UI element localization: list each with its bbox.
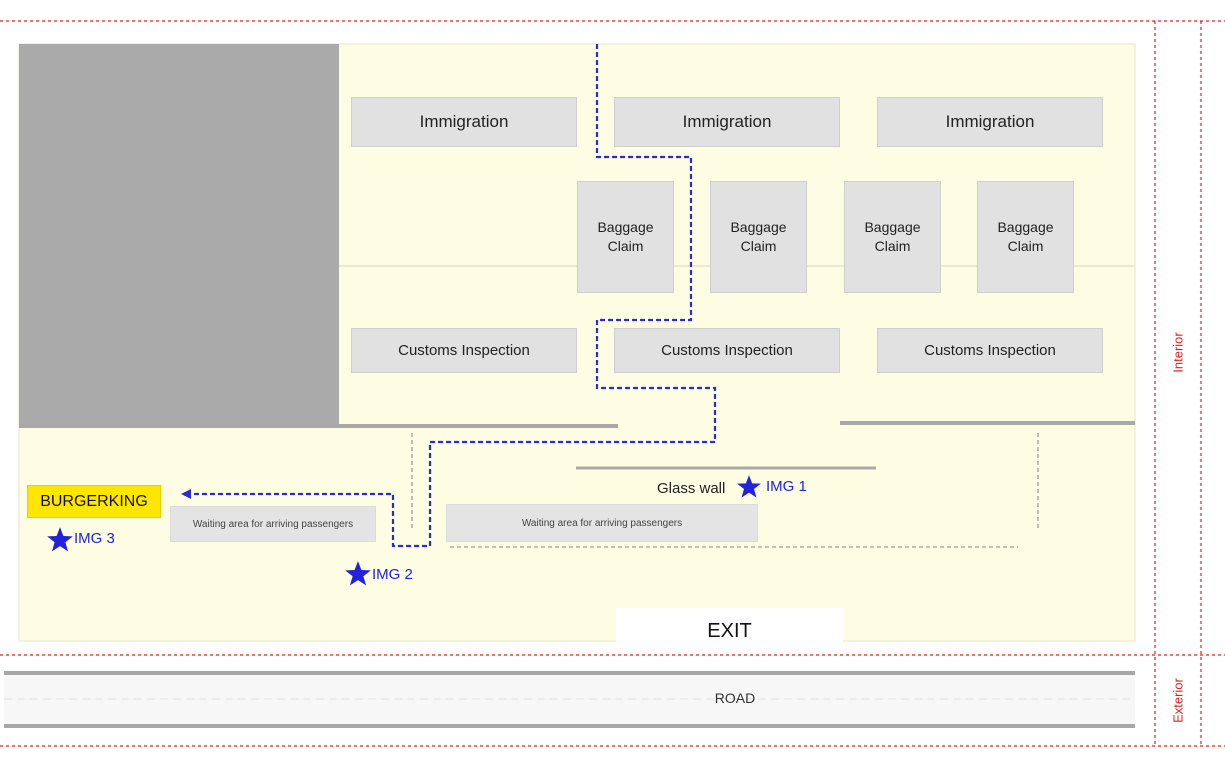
customs-inspection: Customs Inspection <box>614 328 840 373</box>
arrow-left-icon <box>181 489 191 499</box>
star-icon <box>736 474 762 505</box>
road-label: ROAD <box>714 690 756 706</box>
customs-inspection: Customs Inspection <box>351 328 577 373</box>
baggage-claim: Baggage Claim <box>577 181 674 293</box>
baggage-claim-line2: Claim <box>607 238 644 254</box>
glass-wall-label: Glass wall <box>657 480 726 497</box>
immigration-desk: Immigration <box>877 97 1103 147</box>
burgerking-sign: BURGERKING <box>27 485 161 518</box>
waiting-area: Waiting area for arriving passengers <box>170 506 376 542</box>
route-path <box>186 44 717 548</box>
zone-borders <box>0 20 1225 747</box>
immigration-desk: Immigration <box>351 97 577 147</box>
exterior-zone-label: Exterior <box>1170 678 1186 723</box>
baggage-claim-line1: Baggage <box>597 219 654 235</box>
exit-opening <box>616 608 843 644</box>
exit-label: EXIT <box>707 620 752 642</box>
img2-label: IMG 2 <box>372 566 413 583</box>
img1-label: IMG 1 <box>766 478 807 495</box>
star-icon <box>344 560 372 593</box>
waiting-area: Waiting area for arriving passengers <box>446 504 758 542</box>
baggage-claim: Baggage Claim <box>844 181 941 293</box>
baggage-claim-line1: Baggage <box>864 219 921 235</box>
blocked-area <box>19 44 339 428</box>
baggage-claim-line1: Baggage <box>730 219 787 235</box>
baggage-claim-line1: Baggage <box>997 219 1054 235</box>
baggage-claim: Baggage Claim <box>977 181 1074 293</box>
img3-label: IMG 3 <box>74 530 115 547</box>
star-icon <box>46 526 74 559</box>
baggage-claim: Baggage Claim <box>710 181 807 293</box>
road-surface <box>4 675 1135 724</box>
baggage-claim-line2: Claim <box>874 238 911 254</box>
baggage-claim-line2: Claim <box>1007 238 1044 254</box>
baggage-claim-line2: Claim <box>740 238 777 254</box>
immigration-desk: Immigration <box>614 97 840 147</box>
customs-inspection: Customs Inspection <box>877 328 1103 373</box>
interior-zone-label: Interior <box>1170 332 1186 373</box>
